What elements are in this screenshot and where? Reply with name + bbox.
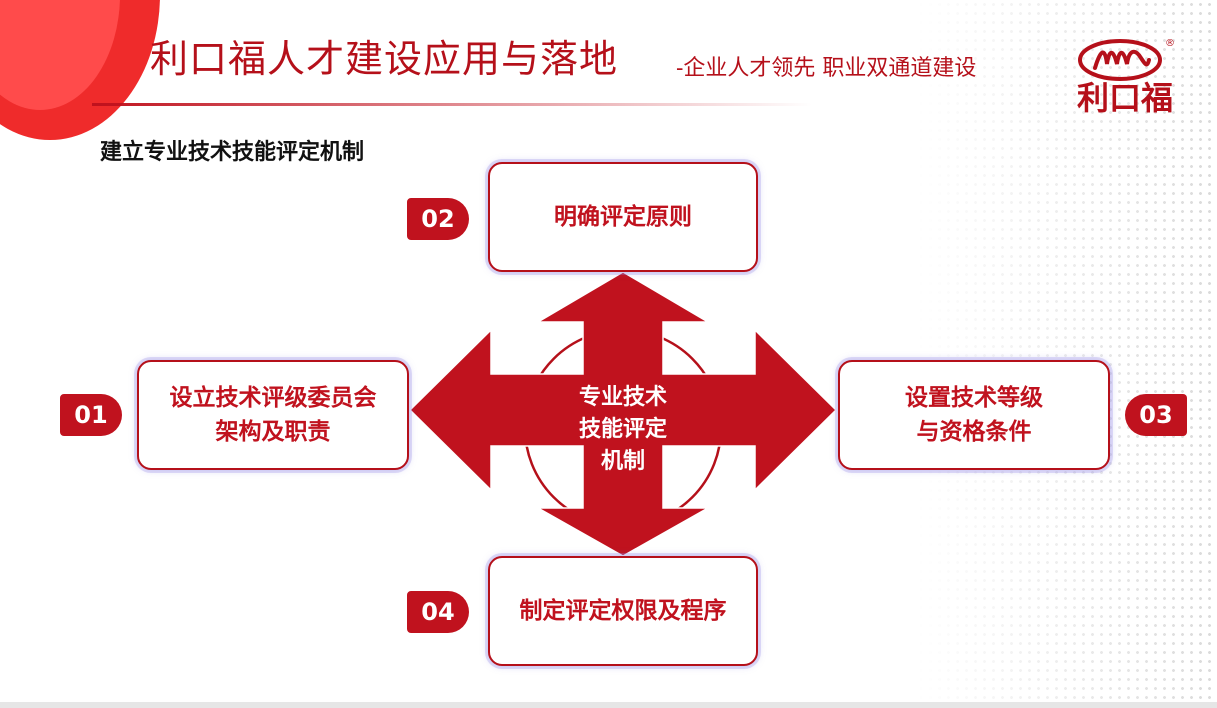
item-box-02: 明确评定原则: [488, 162, 758, 272]
section-heading: 建立专业技术技能评定机制: [100, 140, 365, 165]
item-box-01: 设立技术评级委员会 架构及职责: [137, 360, 409, 470]
item-label-02: 明确评定原则: [554, 203, 692, 230]
number-badge-01: 01: [60, 394, 122, 436]
logo-mark-icon: [1078, 39, 1162, 81]
logo-text: 利口福: [1076, 79, 1173, 117]
number-badge-03: 03: [1125, 394, 1187, 436]
item-label-03: 设置技术等级 与资格条件: [905, 384, 1043, 446]
bottom-band: [0, 702, 1217, 708]
page-title: 利口福人才建设应用与落地: [150, 37, 619, 81]
item-box-04: 制定评定权限及程序: [488, 556, 758, 666]
item-label-01: 设立技术评级委员会 架构及职责: [169, 384, 377, 446]
item-label-04: 制定评定权限及程序: [519, 597, 727, 624]
company-logo: ® 利口福: [1065, 38, 1185, 120]
number-badge-04: 04: [407, 591, 469, 633]
center-label: 专业技术 技能评定 机制: [578, 385, 667, 474]
dot-pattern-decoration: [917, 0, 1217, 708]
registered-mark: ®: [1165, 38, 1175, 49]
number-badge-02: 02: [407, 198, 469, 240]
item-box-03: 设置技术等级 与资格条件: [838, 360, 1110, 470]
title-underline: [92, 103, 812, 106]
page-subtitle: -企业人才领先 职业双通道建设: [676, 56, 977, 81]
